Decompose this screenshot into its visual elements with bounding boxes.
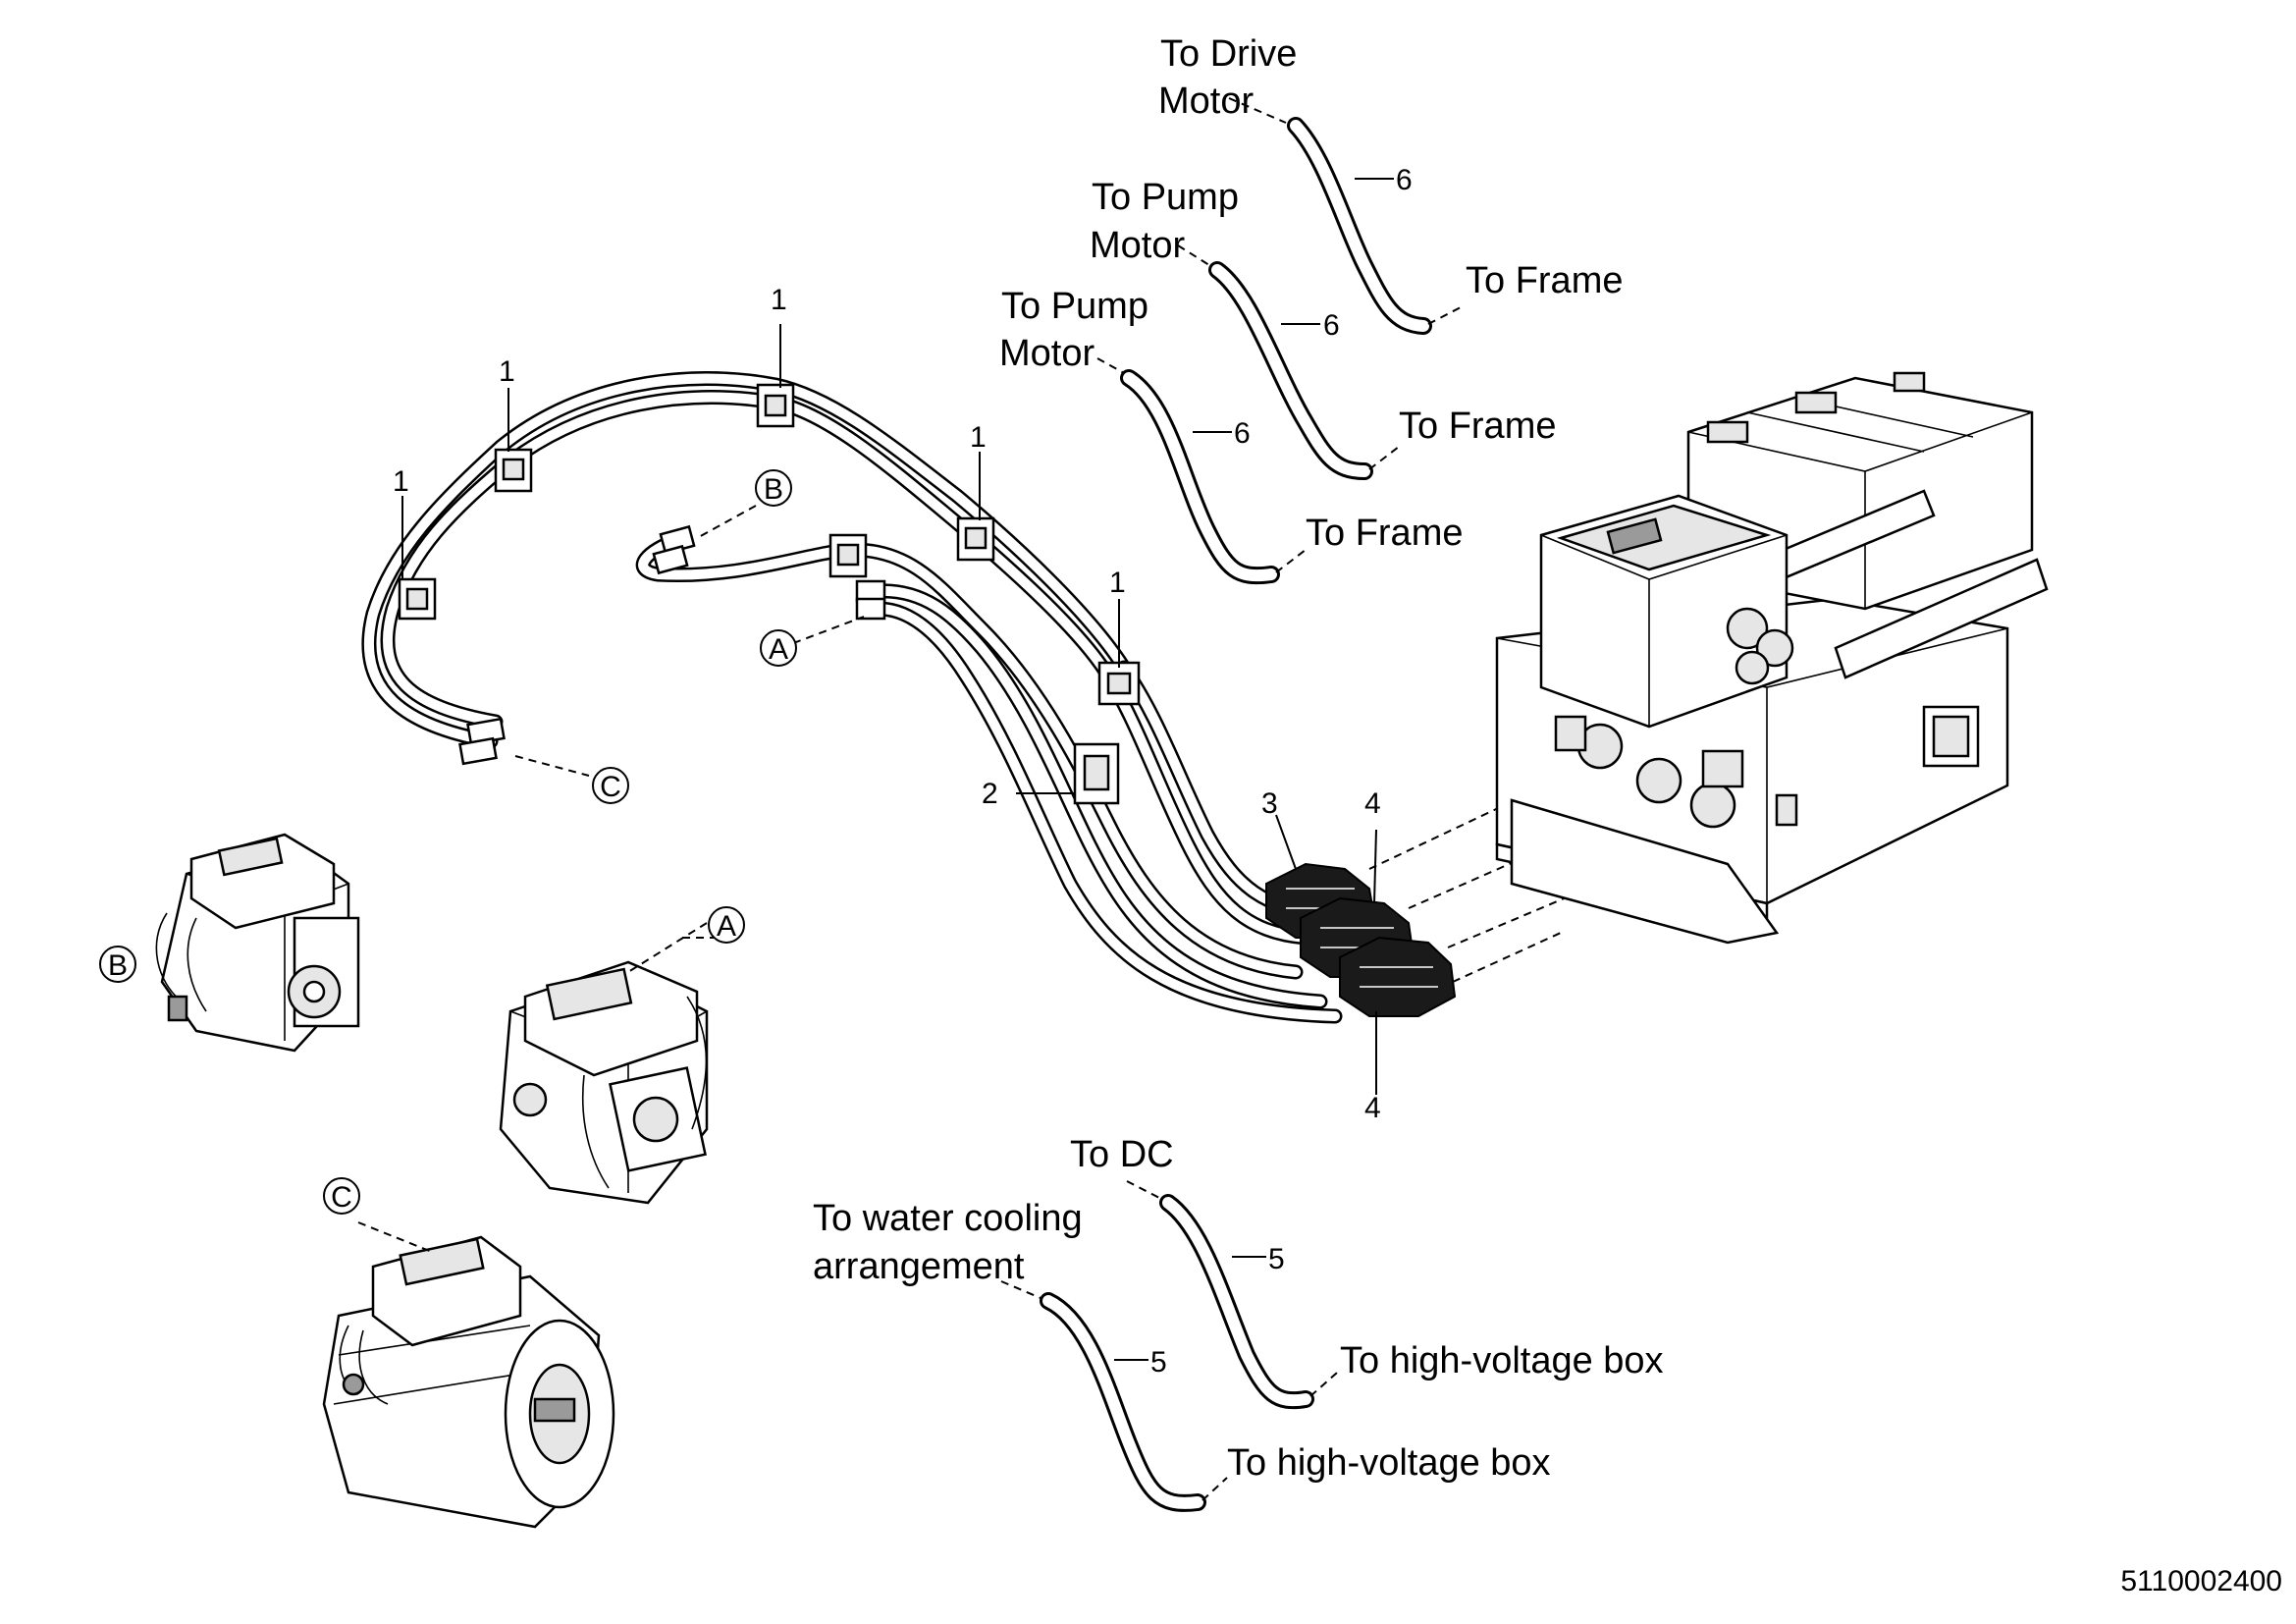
label-to-dc: To DC [1070,1134,1174,1175]
clamp-1a [398,577,437,621]
harness-c [361,371,1328,946]
svg-text:C: C [600,771,621,803]
drawing-part-number: 5110002400 [2120,1565,2282,1597]
label-to-frame: To Frame [1466,260,1623,301]
item-number-6: 6 [1234,417,1251,450]
label-to-high-voltage-box: To high-voltage box [1227,1442,1551,1484]
hose-end-a [855,579,886,621]
item-number-2: 2 [982,778,998,810]
svg-text:A: A [769,633,788,666]
clamp-1f [828,533,868,578]
cable-to-water-cooling [1040,1292,1206,1512]
callout-c-view: C [323,1177,360,1215]
clamp-2 [1073,742,1120,805]
callout-c-top: C [592,767,629,804]
label-to-frame: To Frame [1306,513,1463,554]
label-to-drive-motor-line1: To Drive [1160,33,1297,75]
item-number-1: 1 [771,284,787,316]
item-number-1: 1 [1109,567,1126,599]
ground-cable-pump-motor-2 [1120,369,1280,585]
svg-text:B: B [764,473,783,506]
label-to-pump-motor-line1: To Pump [1001,286,1148,327]
callout-b-view: B [99,946,136,983]
label-to-water-cooling-line1: To water cooling [813,1198,1083,1239]
clamp-1e [1097,661,1141,706]
label-to-high-voltage-box: To high-voltage box [1340,1340,1664,1381]
label-to-frame: To Frame [1399,406,1556,447]
hose-end-b [652,524,696,575]
callout-b-top: B [755,469,792,507]
item-number-1: 1 [393,465,409,498]
ground-cable-pump-motor-1 [1208,261,1373,480]
motor-view-b [155,833,360,1053]
connector-4-lower [1339,936,1457,1017]
ground-cable-drive-motor [1287,117,1432,335]
item-number-3: 3 [1261,787,1278,820]
svg-text:C: C [331,1181,352,1214]
motor-view-c [322,1235,615,1529]
item-number-4: 4 [1364,1092,1381,1124]
item-number-4: 4 [1364,787,1381,820]
callout-a-top: A [760,629,797,667]
controller-assembly [1495,371,2049,945]
motor-view-a [499,960,709,1205]
item-number-5: 5 [1268,1243,1285,1275]
item-number-6: 6 [1323,309,1340,342]
item-number-1: 1 [499,355,515,388]
label-to-pump-motor-line2: Motor [999,333,1095,374]
label-to-water-cooling-line2: arrangement [813,1246,1025,1287]
label-to-pump-motor-line1: To Pump [1092,177,1239,218]
label-to-drive-motor-line2: Motor [1158,81,1254,122]
item-number-6: 6 [1396,164,1413,196]
svg-text:A: A [717,910,736,943]
svg-text:B: B [108,949,128,982]
label-to-pump-motor-line2: Motor [1090,225,1185,266]
clamp-1c [756,383,795,428]
item-number-1: 1 [970,421,987,454]
clamp-1d [956,516,995,562]
clamp-1b [494,448,533,493]
cable-to-dc [1159,1194,1314,1410]
callout-a-view: A [708,906,745,944]
item-number-5: 5 [1150,1346,1167,1379]
harness-a-b [635,532,1343,1024]
hose-end-c [458,717,506,766]
